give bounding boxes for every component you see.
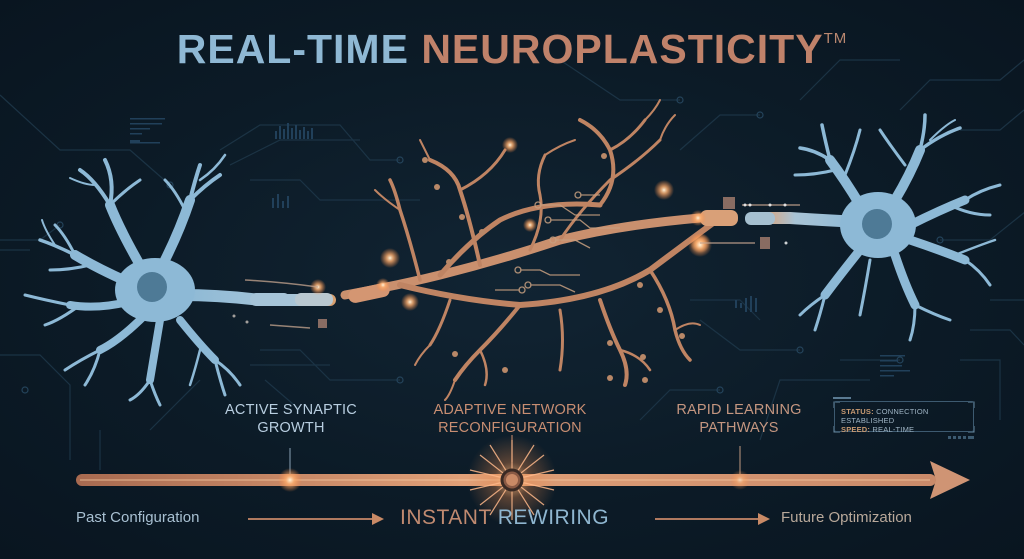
- label-past-configuration: Past Configuration: [76, 509, 200, 526]
- flow-arrow-1: [248, 513, 384, 525]
- copper-dendrite-network: [340, 99, 725, 401]
- status-panel: STATUS: CONNECTION ESTABLISHED SPEED: RE…: [833, 397, 974, 434]
- title-part-1: REAL-TIME: [176, 26, 422, 72]
- data-packets: [232, 197, 788, 328]
- milestone-line-1: ADAPTIVE NETWORK: [433, 402, 587, 418]
- milestone-line-2: PATHWAYS: [699, 420, 779, 436]
- axon-segment: [295, 293, 333, 306]
- milestone-glow: [278, 468, 302, 492]
- page-title: REAL-TIME NEUROPLASTICITYTM: [0, 26, 1024, 73]
- milestone-line-1: RAPID LEARNING: [676, 402, 802, 418]
- title-part-2: NEUROPLASTICITY: [421, 26, 824, 72]
- axon-segment: [250, 293, 290, 306]
- milestone-glow: [730, 470, 750, 490]
- axon-segment: [745, 212, 775, 225]
- copper-terminal-dots: [422, 153, 685, 383]
- label-future-optimization: Future Optimization: [781, 509, 912, 526]
- flow-arrow-2: [655, 513, 770, 525]
- status-value: CONNECTION ESTABLISHED: [841, 407, 929, 425]
- milestone-rapid-learning: RAPID LEARNING PATHWAYS: [664, 401, 814, 437]
- status-key: STATUS:: [841, 407, 874, 416]
- instant-text: INSTANT: [400, 506, 498, 529]
- milestone-line-1: ACTIVE SYNAPTIC: [225, 402, 357, 418]
- trademark-mark: TM: [823, 30, 848, 47]
- rewiring-text: REWIRING: [497, 506, 610, 529]
- circuit-connectors: [495, 191, 620, 294]
- glow-streaks: [244, 204, 800, 329]
- milestone-line-2: RECONFIGURATION: [438, 420, 582, 436]
- milestone-line-2: GROWTH: [257, 420, 325, 436]
- decorative-data-bars: [130, 118, 910, 377]
- speed-row: SPEED: REAL-TIME: [841, 425, 967, 434]
- speed-value: REAL-TIME: [872, 425, 915, 434]
- speed-key: SPEED:: [841, 425, 871, 434]
- glow-particles: [310, 137, 712, 311]
- center-burst-icon: [467, 435, 557, 525]
- milestone-active-synaptic-growth: ACTIVE SYNAPTIC GROWTH: [216, 401, 366, 437]
- status-panel-dots: [948, 436, 974, 439]
- label-instant-rewiring: INSTANT REWIRING: [400, 506, 609, 530]
- status-row: STATUS: CONNECTION ESTABLISHED: [841, 407, 967, 425]
- right-neuron-nucleus: [862, 209, 892, 239]
- left-neuron-nucleus: [137, 272, 167, 302]
- milestone-adaptive-network: ADAPTIVE NETWORK RECONFIGURATION: [420, 401, 600, 437]
- copper-axon-capsule: [700, 210, 738, 226]
